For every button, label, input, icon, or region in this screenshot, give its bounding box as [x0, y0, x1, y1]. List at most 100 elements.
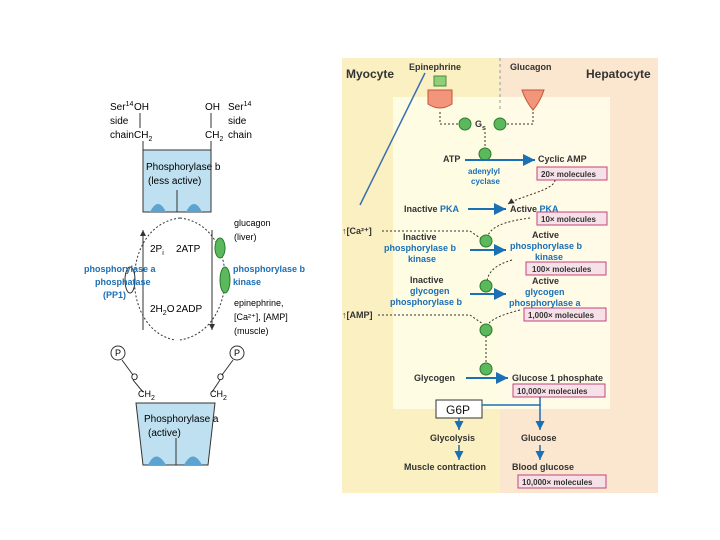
- adenylyl-cyclase-label-1: adenylyl: [468, 167, 500, 176]
- amplification-20-label: 20× molecules: [541, 170, 596, 179]
- kinase-label-2: kinase: [233, 277, 261, 287]
- inactive-kinase-label-1: Inactive: [403, 232, 437, 242]
- inactive-gp-label-2: glycogen: [410, 286, 450, 296]
- inactive-gp-label-3: phosphorylase b: [390, 297, 463, 307]
- glycogenolysis-icon-2: [479, 362, 493, 376]
- phosphatase-oval: [124, 266, 136, 294]
- epinephrine-label: Epinephrine: [409, 62, 461, 72]
- signal-path: [500, 112, 534, 125]
- chain-right-label: chain: [228, 130, 252, 141]
- active-kinase-label-1: Active: [532, 230, 559, 240]
- bond: [211, 379, 221, 393]
- muscle-contraction-label: Muscle contraction: [404, 462, 486, 472]
- epinephrine-receptor: [427, 89, 453, 109]
- active-kinase-label-2: phosphorylase b: [510, 241, 583, 251]
- chain-left-label: chain: [110, 130, 134, 141]
- side-right-label: side: [228, 116, 247, 127]
- subunit-shape: [150, 204, 166, 212]
- bond: [132, 379, 144, 393]
- o-right-label: O: [217, 372, 224, 382]
- epinephrine-label-1: epinephrine,: [234, 298, 284, 308]
- phosphorylase-a-title: Phosphorylase a: [144, 414, 219, 425]
- pointer-line: [359, 72, 426, 206]
- inactive-pka-label: Inactive PKA: [404, 204, 460, 214]
- adenylyl-cyclase-icon: [478, 147, 492, 161]
- kinase-to-gp-path: [486, 259, 513, 283]
- amplification-10000-label: 10,000× molecules: [517, 387, 588, 396]
- subunit-shape: [184, 456, 202, 465]
- inactive-kinase-label-3: kinase: [408, 254, 436, 264]
- amplification-box-100: [525, 261, 607, 276]
- amplification-100-label: 100× molecules: [532, 265, 592, 274]
- camp-label: Cyclic AMP: [538, 154, 587, 164]
- phosphatase-label-2: phosphatase: [95, 277, 151, 287]
- amp-label: ↑[AMP]: [342, 310, 373, 320]
- inactive-kinase-label-2: phosphorylase b: [384, 243, 457, 253]
- phosphate-circle-left: [110, 345, 126, 361]
- myocyte-label: Myocyte: [346, 67, 394, 81]
- gp-activation-icon: [479, 279, 493, 293]
- dephosphorylation-arc: [133, 217, 181, 341]
- epinephrine-label-2: [Ca²⁺], [AMP]: [234, 312, 288, 322]
- phosphorylase-a-subtitle: (active): [148, 428, 181, 439]
- amplification-box-20: [536, 166, 608, 181]
- ser-right-label: Ser14: [228, 101, 251, 113]
- amplification-10-label: 10× molecules: [541, 215, 596, 224]
- amplification-box-1000: [523, 307, 607, 322]
- amplification-box-10: [536, 211, 608, 226]
- kinase-label-1: phosphorylase b: [233, 264, 306, 274]
- calcium-path: [382, 230, 484, 241]
- ch2-right-label: CH2: [205, 130, 223, 143]
- phosphorylase-b-subtitle: (less active): [148, 176, 201, 187]
- ch2-a-left-label: CH2: [138, 389, 155, 402]
- amplification-box-10000: [512, 383, 606, 398]
- adenylyl-cyclase-label-2: cyclase: [471, 177, 500, 186]
- phosphate-label-right: P: [234, 348, 240, 358]
- side-left-label: side: [110, 116, 129, 127]
- camp-to-pka-path: [507, 179, 556, 205]
- cytosol-panel: [393, 97, 610, 409]
- bond: [221, 359, 234, 376]
- glucagon-label-2: (liver): [234, 232, 257, 242]
- two-pi-label: 2Pi: [150, 244, 164, 257]
- ch2-a-right-label: CH2: [210, 389, 227, 402]
- atp-label: ATP: [443, 154, 460, 164]
- two-atp-label: 2ATP: [176, 244, 201, 255]
- amplification-box-10000b: [517, 474, 607, 489]
- glucose-label: Glucose: [521, 433, 557, 443]
- phosphate-label-left: P: [115, 348, 121, 358]
- kinase-activation-icon: [479, 234, 493, 248]
- phosphatase-label-3: (PP1): [103, 290, 126, 300]
- glycolysis-label: Glycolysis: [430, 433, 475, 443]
- subunit-shape: [148, 456, 166, 465]
- glucagon-label: Glucagon: [510, 62, 552, 72]
- hepatocyte-label: Hepatocyte: [586, 67, 651, 81]
- phosphorylase-b-title: Phosphorylase b: [146, 162, 221, 173]
- two-h2o-label: 2H2O: [150, 304, 175, 317]
- active-gp-label-1: Active: [532, 276, 559, 286]
- bond: [121, 359, 134, 376]
- epinephrine-label-3: (muscle): [234, 326, 269, 336]
- gs-label: Gs: [475, 119, 486, 132]
- phosphate-circle-right: [229, 345, 245, 361]
- o-left-label: O: [131, 372, 138, 382]
- inactive-gp-label-1: Inactive: [410, 275, 444, 285]
- phosphorylation-arc: [179, 217, 226, 341]
- gp-to-glycogen-path: [486, 309, 521, 327]
- kinase-oval: [219, 266, 231, 294]
- amplification-10000b-label: 10,000× molecules: [522, 478, 593, 487]
- active-kinase-label-3: kinase: [535, 252, 563, 262]
- active-pka-label: Active PKA: [510, 204, 559, 214]
- calcium-label: ↑[Ca²⁺]: [342, 226, 372, 236]
- right-panel: Myocyte Hepatocyte Epinephrine Glucagon …: [342, 58, 658, 493]
- active-gp-label-2: glycogen: [525, 287, 565, 297]
- phosphatase-label-1: phosphorylase a: [84, 264, 157, 274]
- amp-path: [378, 314, 484, 325]
- g1p-label: Glucose 1 phosphate: [512, 373, 603, 383]
- glucagon-oval: [214, 237, 226, 259]
- oh-right-label: OH: [205, 102, 220, 113]
- pka-to-kinase-path: [486, 217, 531, 239]
- signal-path: [439, 112, 465, 125]
- glucagon-label-1: glucagon: [234, 218, 271, 228]
